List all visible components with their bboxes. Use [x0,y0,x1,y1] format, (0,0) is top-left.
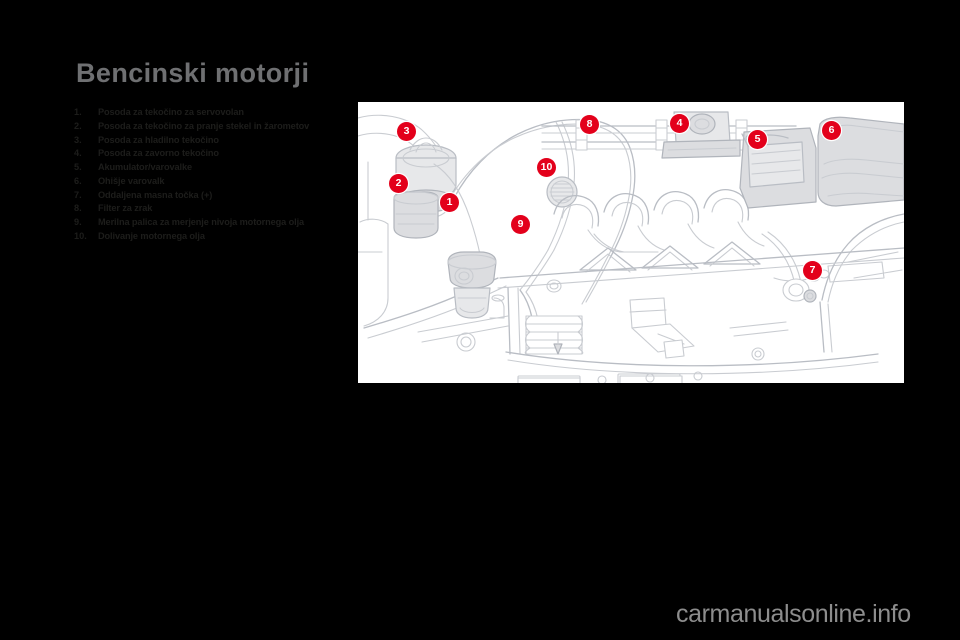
callout-badge-2[interactable]: 2 [389,174,408,193]
list-item-label: Posoda za tekočino za servovolan [98,107,244,117]
list-item-number: 4. [74,148,82,159]
list-item-label: Posoda za hladilno tekočino [98,134,219,145]
callout-badge-7[interactable]: 7 [803,261,822,280]
page-title: Bencinski motorji [76,58,310,88]
list-item-number: 3. [74,134,82,145]
watermark-text: carmanualsonline.info [676,600,911,628]
list-item-label: Posoda za zavorno tekočino [98,148,219,159]
engine-bay-figure: .ln { fill:none; stroke:#c9ccd1; stroke-… [358,102,904,383]
list-item: 2. Posoda za tekočino za pranje stekel i… [74,120,334,133]
callout-badge-6[interactable]: 6 [822,121,841,140]
list-item: 1. Posoda za tekočino za servovolan [74,106,334,119]
list-item-label: Oddaljena masna točka (+) [98,189,213,200]
callout-badge-8[interactable]: 8 [580,115,599,134]
list-item: 5. Akumulator/varovalke [74,161,334,174]
callout-badge-1[interactable]: 1 [440,193,459,212]
callout-badge-5[interactable]: 5 [748,130,767,149]
list-item-number: 1. [74,107,82,117]
list-item-label: Posoda za tekočino za pranje stekel in ž… [98,120,310,131]
list-item: 4. Posoda za zavorno tekočino [74,147,334,160]
list-item-number: 5. [74,162,82,173]
list-item: 7. Oddaljena masna točka (+) [74,189,334,202]
list-item-number: 6. [74,175,82,186]
list-item-label: Dolivanje motornega olja [98,231,205,242]
callout-badge-10[interactable]: 10 [537,158,556,177]
list-item-label: Ohišje varovalk [98,175,165,186]
list-item-number: 7. [74,189,82,200]
callout-badge-9[interactable]: 9 [511,215,530,234]
list-item-number: 2. [74,120,82,131]
list-item-number: 9. [74,217,82,228]
callout-badge-4[interactable]: 4 [670,114,689,133]
list-item-label: Merilna palica za merjenje nivoja motorn… [98,217,305,228]
list-item: 3. Posoda za hladilno tekočino [74,134,334,147]
list-item: 6. Ohišje varovalk [74,175,334,188]
list-item: 8. Filter za zrak [74,202,334,215]
callout-badge-3[interactable]: 3 [397,122,416,141]
list-item-label: Filter za zrak [98,203,153,214]
list-item-number: 8. [74,203,82,214]
legend-list: 1. Posoda za tekočino za servovolan 2. P… [74,106,334,244]
list-item: 10. Dolivanje motornega olja [74,230,334,243]
engine-bay-illustration: .ln { fill:none; stroke:#c9ccd1; stroke-… [358,102,904,383]
list-item-number: 10. [74,231,87,242]
list-item-label: Akumulator/varovalke [98,162,192,173]
list-item: 9. Merilna palica za merjenje nivoja mot… [74,216,334,229]
